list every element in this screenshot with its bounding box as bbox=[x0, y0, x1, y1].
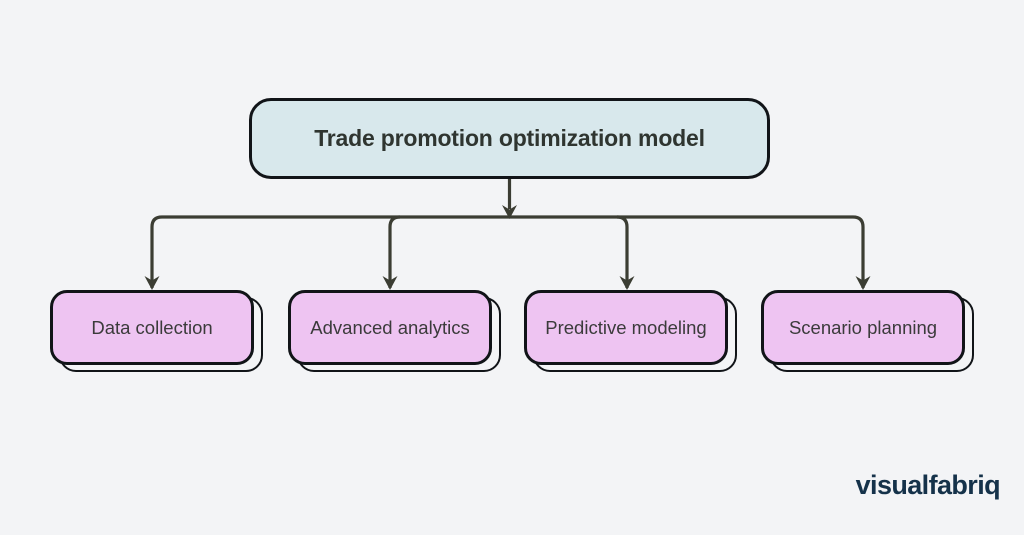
visualfabriq-logo: visualfabriq bbox=[855, 470, 1001, 500]
arrowhead-leaf-4 bbox=[855, 276, 871, 290]
arrowhead-root bbox=[502, 205, 517, 219]
arrowhead-leaf-1 bbox=[144, 276, 160, 290]
node-label-container: Data collection bbox=[50, 290, 254, 365]
node-label-container: Predictive modeling bbox=[524, 290, 728, 365]
connector-branch-2 bbox=[388, 215, 401, 288]
connector-bus bbox=[150, 215, 865, 288]
node-predictive-modeling[interactable]: Predictive modeling bbox=[524, 290, 737, 372]
node-label-container: Advanced analytics bbox=[288, 290, 492, 365]
arrowhead-leaf-3 bbox=[619, 276, 635, 290]
node-root-trade-promotion-optimization-model[interactable]: Trade promotion optimization model bbox=[249, 98, 770, 179]
node-data-collection[interactable]: Data collection bbox=[50, 290, 263, 372]
connector-arrowheads bbox=[144, 205, 871, 290]
arrowhead-leaf-2 bbox=[382, 276, 398, 290]
connector-branch-3 bbox=[616, 215, 629, 288]
node-label-container: Scenario planning bbox=[761, 290, 965, 365]
node-advanced-analytics[interactable]: Advanced analytics bbox=[288, 290, 501, 372]
node-scenario-planning[interactable]: Scenario planning bbox=[761, 290, 974, 372]
